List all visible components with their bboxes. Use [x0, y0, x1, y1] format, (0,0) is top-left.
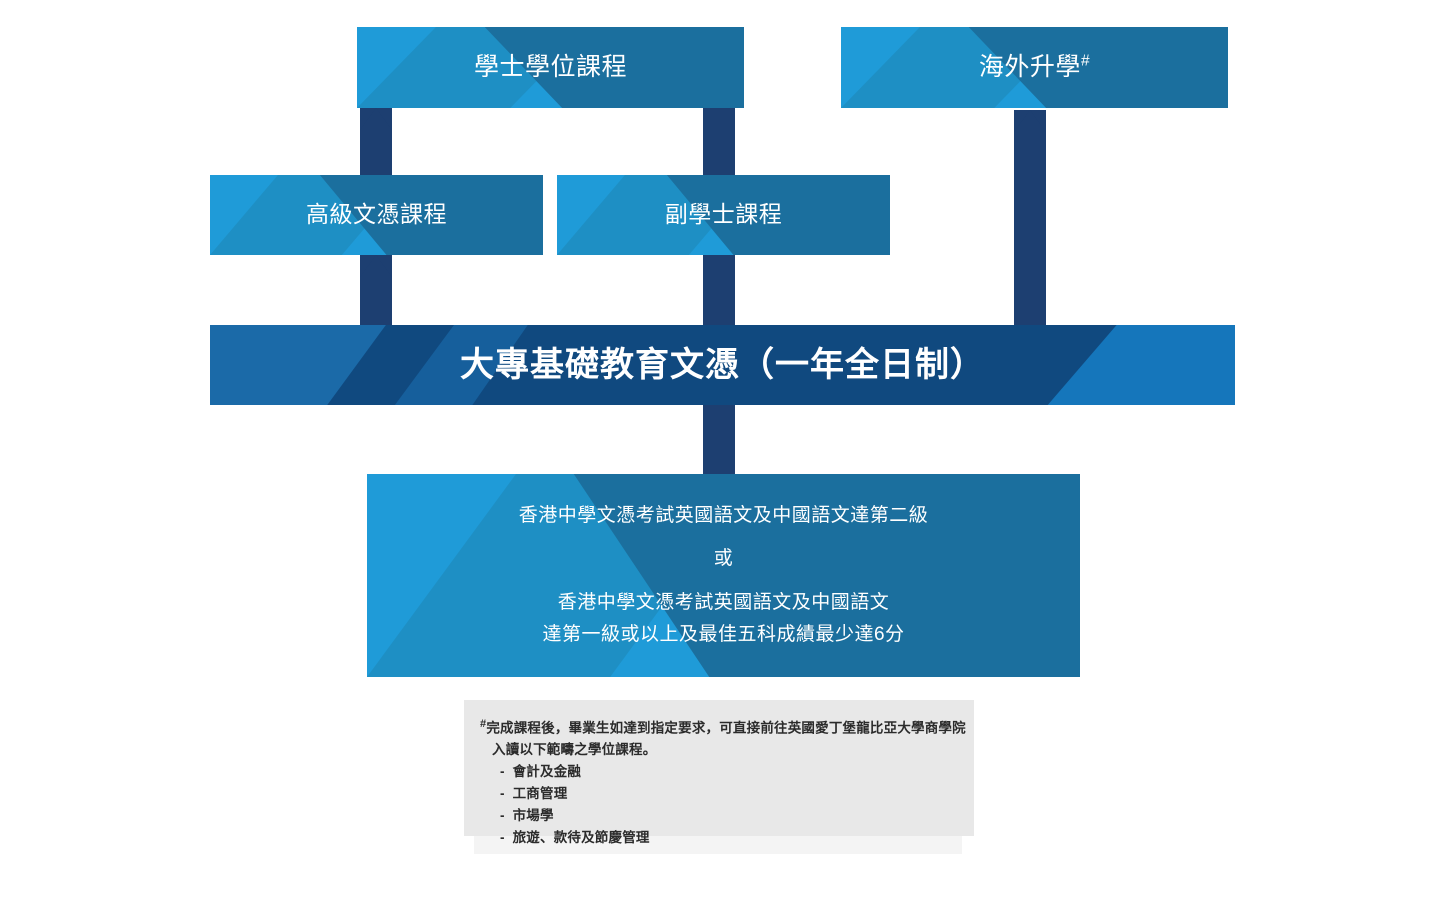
node-overseas-study-text: 海外升學 [978, 53, 1081, 82]
overseas-footnote-marker: # [1080, 52, 1091, 70]
footnote-line-1: 完成課程後，畢業生如達到指定要求，可直接前往英國愛丁堡龍比亞大學商學院 [486, 720, 966, 736]
requirement-line-4: 達第一級或以上及最佳五科成績最少達6分 [542, 623, 905, 645]
node-entry-requirements[interactable]: 香港中學文憑考試英國語文及中國語文達第二級 或 香港中學文憑考試英國語文及中國語… [367, 474, 1080, 677]
requirement-line-1: 香港中學文憑考試英國語文及中國語文達第二級 [518, 505, 929, 527]
node-main-programme-label: 大專基礎教育文憑（一年全日制） [460, 345, 985, 384]
node-overseas-study-label: 海外升學# [979, 50, 1090, 85]
footnote-item: - 旅遊、款待及節慶管理 [500, 829, 650, 845]
requirement-line-or: 或 [713, 548, 734, 570]
arrow-main-to-overseas [1014, 110, 1046, 330]
node-overseas-study[interactable]: 海外升學# [841, 27, 1228, 108]
node-associate-degree-label: 副學士課程 [664, 201, 783, 228]
footnote-item: - 工商管理 [500, 786, 568, 802]
footnote-item: - 市場學 [500, 807, 554, 823]
footnote-line-2: 入讀以下範疇之學位課程。 [492, 742, 657, 758]
arrow-shaft [369, 274, 383, 330]
arrow-main-to-associate-degree [703, 255, 735, 330]
arrow-shaft [712, 424, 726, 477]
node-main-programme[interactable]: 大專基礎教育文憑（一年全日制） [210, 325, 1235, 405]
arrow-head [703, 108, 735, 130]
arrow-main-to-higher-diploma [360, 255, 392, 330]
arrow-shaft [712, 127, 726, 178]
footnote-first-line: #完成課程後，畢業生如達到指定要求，可直接前往英國愛丁堡龍比亞大學商學院 [480, 716, 966, 739]
node-bachelor-degree-label: 學士學位課程 [473, 53, 627, 82]
node-associate-degree[interactable]: 副學士課程 [557, 175, 890, 255]
arrow-head [360, 255, 392, 277]
arrow-shaft [1023, 129, 1037, 330]
arrow-head [703, 405, 735, 427]
arrow-head [703, 255, 735, 277]
wedge-decoration [210, 325, 386, 405]
footnote-box: #完成課程後，畢業生如達到指定要求，可直接前往英國愛丁堡龍比亞大學商學院 入讀以… [464, 700, 974, 845]
node-higher-diploma[interactable]: 高級文憑課程 [210, 175, 543, 255]
requirement-line-3: 香港中學文憑考試英國語文及中國語文 [557, 591, 890, 613]
wedge-decoration [1047, 325, 1235, 405]
arrow-head [360, 108, 392, 130]
node-higher-diploma-label: 高級文憑課程 [306, 201, 447, 228]
arrow-shaft [369, 127, 383, 178]
arrow-requirements-to-main [703, 405, 735, 477]
arrow-higher-diploma-to-bachelor [360, 108, 392, 178]
arrow-associate-degree-to-bachelor [703, 108, 735, 178]
footnote-marker: # [480, 718, 487, 730]
arrow-head [1014, 110, 1046, 132]
node-bachelor-degree[interactable]: 學士學位課程 [357, 27, 744, 108]
arrow-shaft [712, 274, 726, 330]
footnote-item: - 會計及金融 [500, 764, 582, 780]
